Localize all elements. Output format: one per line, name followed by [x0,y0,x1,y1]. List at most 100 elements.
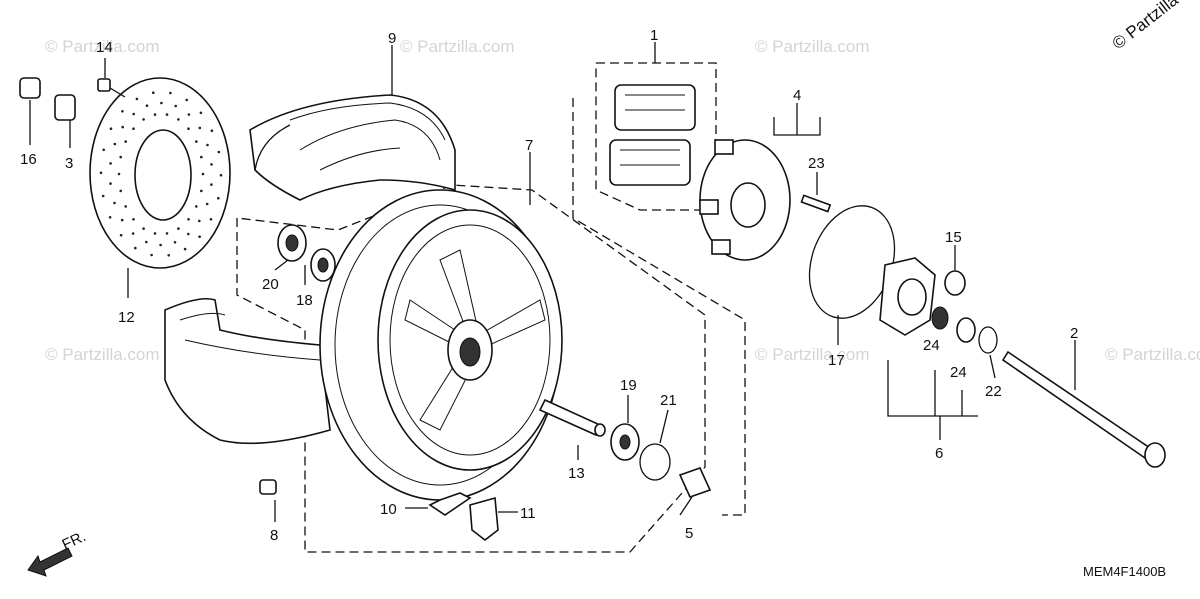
inner-fender [164,297,331,445]
watermark-3: © Partzilla.com [755,37,870,56]
disc-hole [187,113,191,116]
disc-hole [210,183,213,186]
disc-hole [165,232,169,235]
front-direction-indicator: FR. [27,528,89,577]
disc-hole [165,113,169,116]
rear-axle [1001,350,1166,468]
callout-1: 1 [650,27,658,44]
callout-19: 19 [620,377,637,394]
disc-hole [101,194,105,198]
disc-hole [200,189,203,193]
disc-hole [210,163,213,166]
dust-seal-bore [317,257,329,273]
callout-13: 13 [568,465,585,482]
bolt-14-head [97,78,111,92]
callout-21: 21 [660,392,677,409]
disc-hole [99,171,103,175]
callout-4: 4 [793,87,801,104]
axle-collar [538,398,606,437]
disc-hole [135,97,139,101]
disc-hole [121,125,124,129]
disc-hole [119,233,123,237]
disc-hole [206,143,209,147]
clip-8 [259,479,277,495]
callout-14: 14 [96,39,113,56]
disc-hole [109,162,112,165]
disc-hole [119,155,122,159]
watermarks: © Partzilla.com © Partzilla.com © Partzi… [45,37,1200,364]
disc-hole [142,118,145,121]
disc-hole [217,150,221,154]
callout-labels: 1 2 3 4 5 6 7 8 9 10 11 12 13 14 15 16 1… [20,27,1078,544]
collar-3 [54,94,76,121]
callout-3: 3 [65,155,73,172]
disc-hole [187,218,190,221]
front-arrow-icon [27,547,73,577]
disc-hole [113,201,116,205]
damper-rubber-set [609,84,696,186]
disc-hole [132,127,135,130]
callout-15: 15 [945,229,962,246]
disc-hole [150,253,153,257]
disc-hole [152,91,155,94]
nut-16 [19,77,41,99]
disc-hole [169,91,172,95]
disc-hole [121,110,124,113]
tire [249,94,456,201]
callout-2: 2 [1070,325,1078,342]
disc-hole [187,232,190,236]
valve-clamp [469,496,499,542]
disc-hole [173,241,177,244]
disc-hole [167,254,170,257]
disc-hole [124,205,127,208]
callout-12: 12 [118,309,135,326]
disc-hole [205,202,209,206]
disc-hole [119,189,122,193]
watermark-4: © Partzilla.com [45,345,160,364]
bearing-20-bore [285,234,299,252]
side-collar [678,467,712,498]
callout-9: 9 [388,30,396,47]
disc-hole [187,127,190,130]
copyright-text: © Partzilla [1109,0,1182,53]
disc-hole [153,113,157,116]
disc-hole [153,232,157,235]
disc-hole [120,218,124,222]
disc-hole [219,173,223,177]
disc-hole [195,205,198,208]
disc-hole [185,98,188,102]
callout-20: 20 [262,276,279,293]
callout-18: 18 [296,292,313,309]
callout-5: 5 [685,525,693,542]
bearing-19-bore [619,434,631,450]
disc-hole [142,227,145,230]
disc-hole [134,246,137,250]
disc-hole [209,218,213,221]
disc-hole [132,112,135,116]
disc-hole [132,218,135,221]
callout-22: 22 [985,383,1002,400]
disc-hole [124,140,127,143]
disc-hole [198,219,201,223]
brake-disc [89,77,231,269]
callout-23: 23 [808,155,825,172]
o-ring [639,443,671,481]
disc-hole [198,235,201,238]
disc-hole [113,142,117,146]
watermark-7: © Partzilla.com [1105,345,1200,364]
valve-stem [428,492,472,516]
watermark-6: © Partzilla.com [755,345,870,364]
disc-hole [183,247,187,251]
disc-hole [109,182,112,185]
callout-6: 6 [935,445,943,462]
diagram-code: MEM4F1400B [1083,564,1166,579]
disc-hole [159,243,162,247]
callout-24a: 24 [923,337,940,354]
disc-hole [201,172,205,176]
leader-lines [29,42,1076,522]
callout-17: 17 [828,352,845,369]
disc-hole [102,148,105,152]
driven-flange [699,139,791,261]
